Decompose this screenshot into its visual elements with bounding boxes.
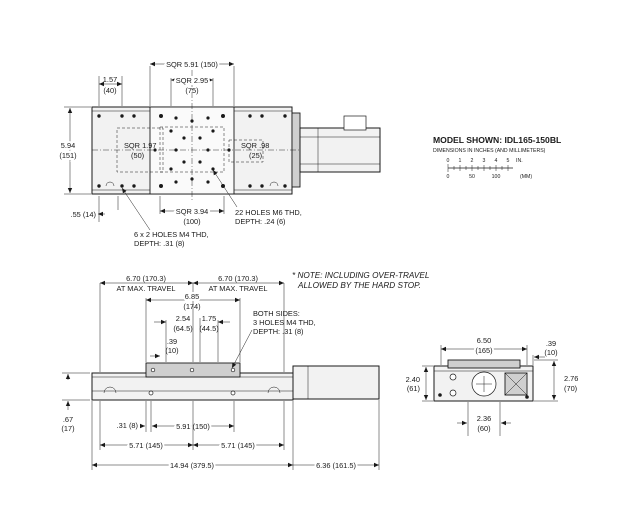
sqr-295-label: SQR 2.95: [176, 76, 208, 85]
d-685-label: 6.85: [185, 292, 199, 301]
d-175-mm: (44.5): [199, 324, 218, 333]
sqr-394-mm: (100): [183, 217, 200, 226]
top-motor-connector: [343, 115, 367, 131]
scale-in-1: 1: [459, 158, 462, 164]
end-d-39-mm: (10): [544, 348, 557, 357]
m6-holes: [153, 114, 231, 188]
end-d-236-mm: (60): [477, 424, 490, 433]
d-55-label: .55 (14): [71, 210, 96, 219]
d-39-label: .39: [167, 337, 177, 346]
scale-in-4: 4: [495, 158, 498, 164]
d-670a-label: 6.70 (170.3): [126, 274, 166, 283]
scale-mm-unit: (MM): [520, 174, 532, 180]
sqr-394-outline: [159, 126, 225, 173]
end-d-236-label: 2.36: [477, 414, 491, 423]
end-d-240-label: 2.40: [406, 375, 420, 384]
m4-holes-note-1: 6 x 2 HOLES M4 THD,: [134, 230, 209, 239]
side-motor: [292, 365, 380, 400]
d-39-mm: (10): [165, 346, 178, 355]
d-685-mm: (174): [183, 302, 200, 311]
end-view: 6.50 (165) .39 (10) 2.40 (61) 2.76 (70) …: [406, 336, 578, 436]
side-base: [91, 372, 294, 401]
d-670b-sub: AT MAX. TRAVEL: [208, 284, 267, 293]
sqr-98-label: SQR .98: [241, 141, 269, 150]
scale-in-2: 2: [471, 158, 474, 164]
d-157-label: 1.57: [103, 75, 117, 84]
scale-in-0: 0: [447, 158, 450, 164]
m6-holes-note-1: 22 HOLES M6 THD,: [235, 208, 302, 217]
d-254-mm: (64.5): [173, 324, 192, 333]
sqr-394-label: SQR 3.94: [176, 207, 208, 216]
d-31-label: .31 (8): [117, 421, 138, 430]
side-view: 6.70 (170.3) AT MAX. TRAVEL 6.70 (170.3)…: [61, 271, 429, 472]
scale-bar: 0 1 2 3 4 5 IN. 0 50 100 (MM): [447, 158, 533, 180]
d-67-label: .67: [63, 415, 73, 424]
d-670a-sub: AT MAX. TRAVEL: [116, 284, 175, 293]
both-sides-2: 3 HOLES M4 THD,: [253, 318, 316, 327]
travel-note-1: * NOTE: INCLUDING OVER-TRAVEL: [292, 271, 429, 280]
travel-note-2: ALLOWED BY THE HARD STOP.: [297, 281, 421, 290]
end-d-650-label: 6.50: [477, 336, 491, 345]
sqr-295-mm: (75): [185, 86, 198, 95]
d-254-label: 2.54: [176, 314, 190, 323]
d-1494-label: 14.94 (379.5): [170, 461, 214, 470]
end-d-276-mm: (70): [564, 384, 577, 393]
d-157-mm: (40): [103, 86, 116, 95]
d-67-mm: (17): [61, 424, 74, 433]
m4-holes-note-2: DEPTH: .31 (8): [134, 239, 185, 248]
top-motor: [299, 127, 381, 173]
sqr-197-label: SQR 1.97: [124, 141, 156, 150]
model-info: MODEL SHOWN: IDL165-150BL DIMENSIONS IN …: [433, 135, 561, 180]
d-594-label: 5.94: [61, 141, 75, 150]
top-view: SQR 5.91 (150) SQR 2.95 (75) 1.57 (40) 5…: [57, 58, 381, 248]
d-636-label: 6.36 (161.5): [316, 461, 356, 470]
d-594-mm: (151): [59, 151, 76, 160]
end-d-39-label: .39: [546, 339, 556, 348]
end-d-276-label: 2.76: [564, 374, 578, 383]
end-d-240-mm: (61): [407, 384, 420, 393]
end-carriage: [447, 359, 521, 369]
scale-mm-50: 50: [469, 174, 475, 180]
d-571a-label: 5.71 (145): [129, 441, 163, 450]
scale-in-unit: IN.: [516, 158, 523, 164]
m4-holes: [97, 114, 287, 188]
scale-mm-100: 100: [492, 174, 501, 180]
sqr-197-outline: [116, 127, 164, 173]
sqr-98-mm: (25): [249, 151, 262, 160]
scale-in-3: 3: [483, 158, 486, 164]
sqr-591-label: SQR 5.91 (150): [166, 60, 218, 69]
both-sides-3: DEPTH: .31 (8): [253, 327, 304, 336]
scale-mm-0: 0: [447, 174, 450, 180]
model-subtitle: DIMENSIONS IN INCHES (AND MILLIMETERS): [433, 148, 546, 154]
d-175-label: 1.75: [202, 314, 216, 323]
model-title: MODEL SHOWN: IDL165-150BL: [433, 135, 561, 145]
sqr-197-mm: (50): [131, 151, 144, 160]
end-d-650-mm: (165): [475, 346, 492, 355]
both-sides-1: BOTH SIDES:: [253, 309, 300, 318]
m6-holes-note-2: DEPTH: .24 (6): [235, 217, 286, 226]
d-670b-label: 6.70 (170.3): [218, 274, 258, 283]
scale-in-5: 5: [507, 158, 510, 164]
d-571b-label: 5.71 (145): [221, 441, 255, 450]
